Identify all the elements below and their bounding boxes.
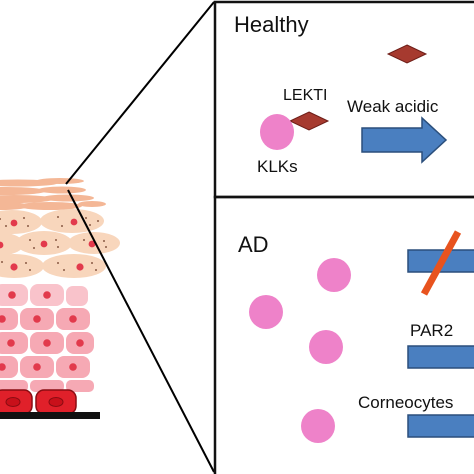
ad-panel-frame <box>213 195 474 474</box>
klk-protease <box>260 114 294 150</box>
granular-cell <box>68 232 120 254</box>
klk-protease <box>249 295 283 329</box>
klk-protease <box>317 258 351 292</box>
spinous-cell <box>56 356 90 378</box>
spinous-cell <box>30 332 64 354</box>
spinous-cell <box>0 284 28 306</box>
spinous-cell <box>30 380 64 392</box>
lekti-label: LEKTI <box>283 87 327 104</box>
spinous-cell <box>0 380 28 392</box>
skin-layers <box>0 178 120 419</box>
blocked-slash-icon <box>420 230 462 296</box>
stratum-spinosum <box>0 284 94 392</box>
granular-cell <box>0 254 44 278</box>
klk-protease <box>309 330 343 364</box>
basement-membrane <box>0 412 100 419</box>
stratum-corneum <box>0 178 106 210</box>
spinous-cell <box>0 356 18 378</box>
ad-panel: AD PAR2 Corneocytes <box>213 195 474 474</box>
ph-label: Weak acidic <box>347 97 439 116</box>
ad-title: AD <box>238 232 269 257</box>
spinous-cell <box>20 308 54 330</box>
healthy-panel: Healthy LEKTI KLKs Weak acidic <box>213 0 474 199</box>
granular-cell <box>40 209 104 233</box>
klk-protease <box>301 409 335 443</box>
granular-cell <box>16 231 72 255</box>
zoom-line-top <box>65 1 215 185</box>
keratohyalin-granules <box>0 216 107 271</box>
spinous-cell <box>66 286 88 306</box>
stratum-granulosum <box>0 209 120 278</box>
spinous-cell <box>66 380 94 392</box>
healthy-title: Healthy <box>234 12 309 37</box>
spinous-cell <box>56 308 90 330</box>
stratum-basale <box>0 389 77 415</box>
arrow-right-icon <box>361 116 448 164</box>
spinous-cell <box>30 284 64 306</box>
spinous-cell <box>66 332 94 354</box>
granular-cell <box>42 254 106 278</box>
spinous-cell <box>20 356 54 378</box>
zoom-line-bottom <box>67 189 215 473</box>
basal-cell <box>35 389 77 415</box>
par2-label: PAR2 <box>410 321 453 340</box>
lekti-protein <box>288 111 330 131</box>
spinous-cell <box>0 308 18 330</box>
granular-cell <box>0 232 24 256</box>
corneocytes-label: Corneocytes <box>358 393 453 412</box>
arrow-bar-corneocytes <box>407 414 474 438</box>
lekti-protein <box>386 44 428 64</box>
arrow-bar-par2 <box>407 345 474 369</box>
basal-cell <box>0 389 33 415</box>
spinous-cell <box>0 332 28 354</box>
klks-label: KLKs <box>257 157 298 176</box>
granular-cell <box>0 210 42 234</box>
